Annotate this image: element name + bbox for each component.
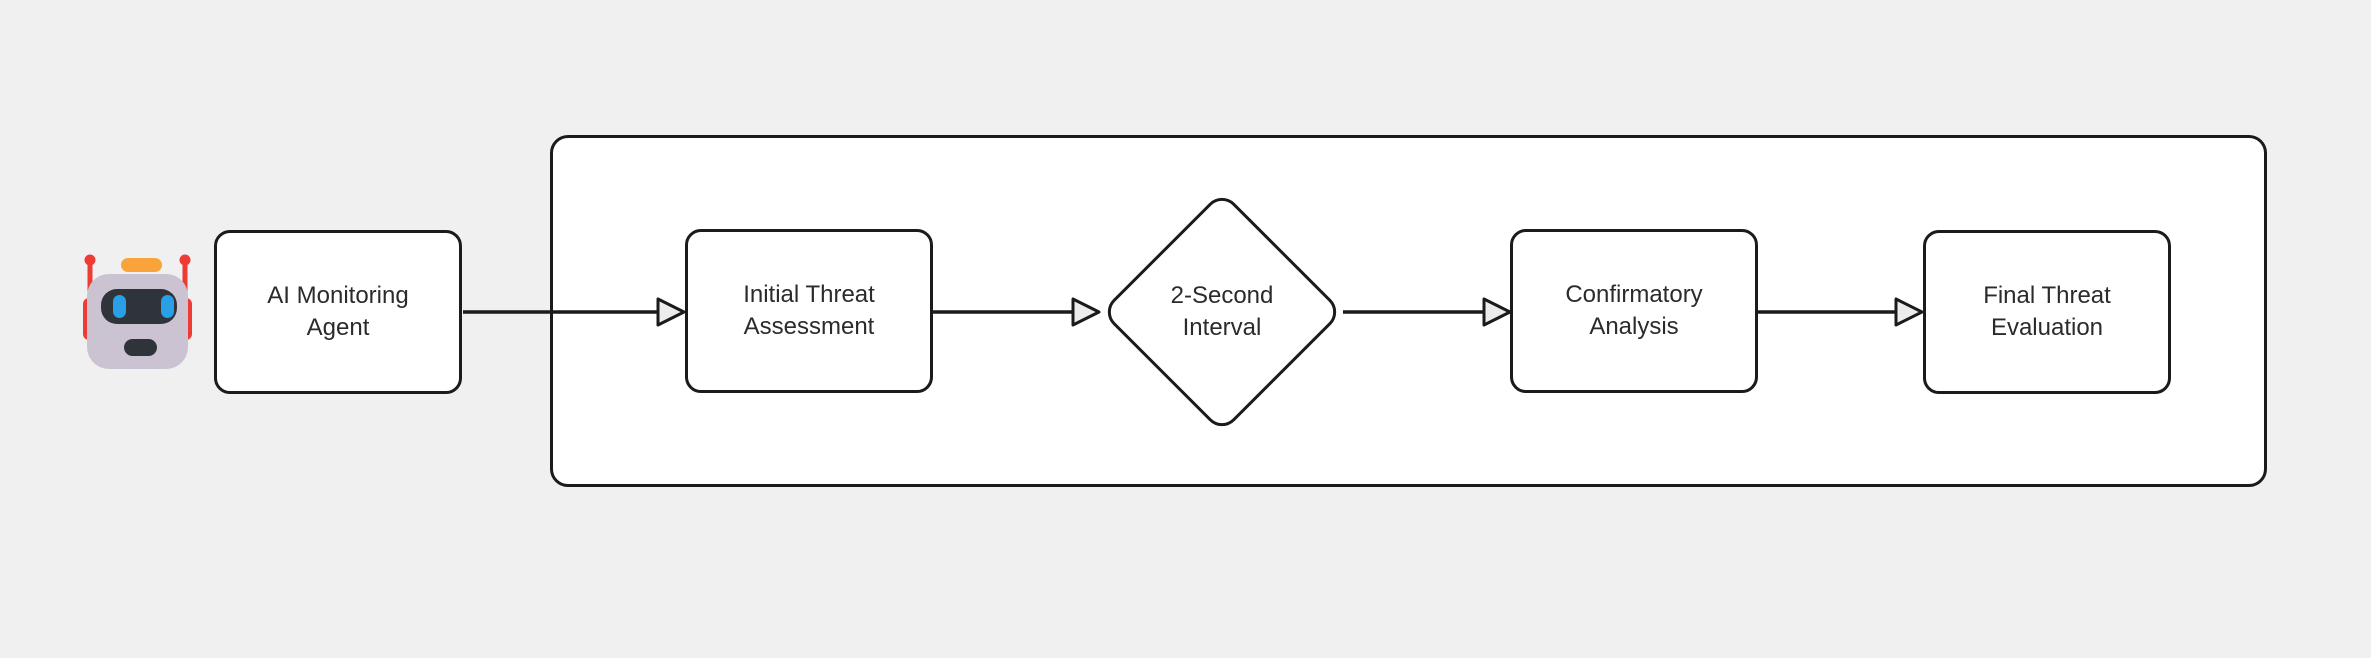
- node-label: Confirmatory Analysis: [1565, 281, 1703, 340]
- robot-icon-svg: [83, 254, 192, 369]
- node-confirmatory-analysis: Confirmatory Analysis: [1510, 229, 1758, 393]
- node-2-second-interval-label: 2-Second Interval: [1170, 282, 1274, 341]
- node-ai-monitoring-agent: AI Monitoring Agent: [214, 230, 462, 394]
- node-final-threat-evaluation: Final Threat Evaluation: [1923, 230, 2171, 394]
- robot-icon: [80, 252, 200, 372]
- node-label: Final Threat Evaluation: [1983, 282, 2111, 341]
- node-label: AI Monitoring Agent: [267, 282, 409, 341]
- node-initial-threat-assessment: Initial Threat Assessment: [685, 229, 933, 393]
- node-label: Initial Threat Assessment: [743, 281, 875, 340]
